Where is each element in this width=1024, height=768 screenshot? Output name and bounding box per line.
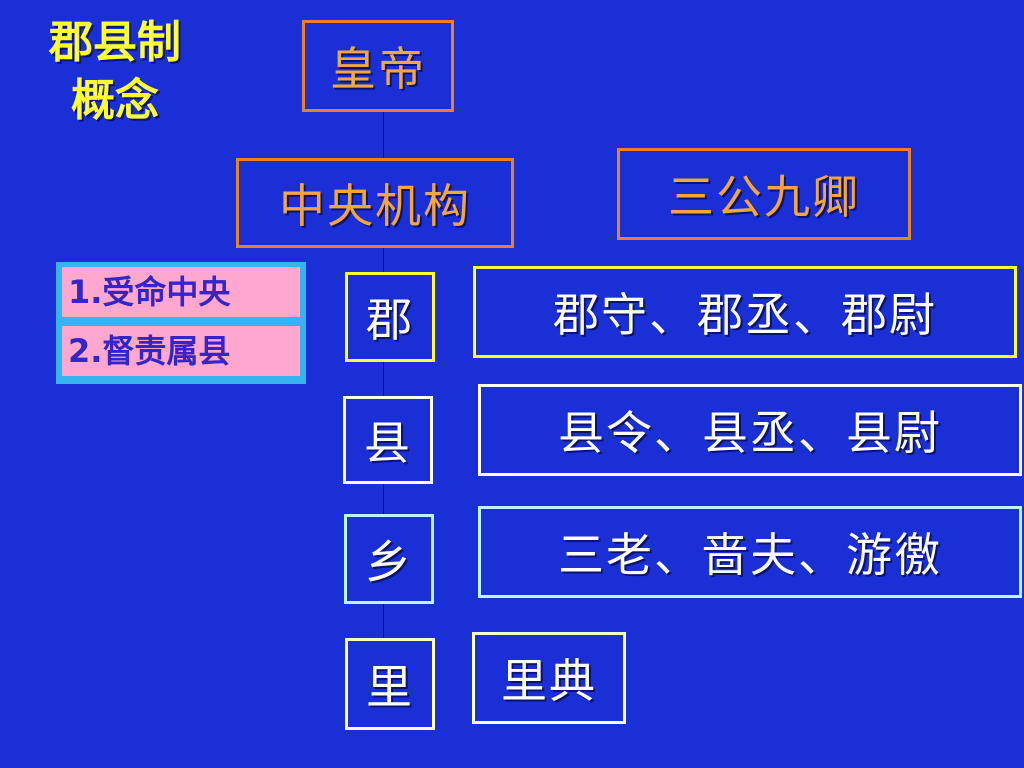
level-commandery-box: 郡: [345, 272, 435, 362]
slide-title-line-1: 郡县制: [49, 17, 181, 68]
village-officials-box: 里典: [472, 632, 626, 724]
level-county-box: 县: [343, 396, 433, 484]
slide-title-line-2: 概念: [71, 75, 159, 126]
connector-line: [383, 604, 384, 638]
central-officials-box: 三公九卿: [617, 148, 911, 240]
central-government-box: 中央机构: [236, 158, 514, 248]
level-township-box: 乡: [344, 514, 434, 604]
connector-line: [383, 484, 384, 514]
connector-line: [383, 110, 384, 158]
connector-line: [383, 248, 384, 272]
township-officials-box: 三老、啬夫、游徼: [478, 506, 1022, 598]
commandery-duties: 1.受命中央 2.督责属县: [56, 262, 306, 384]
duty-item: 1.受命中央: [62, 267, 300, 317]
emperor-box: 皇帝: [302, 20, 454, 112]
connector-line: [383, 362, 384, 396]
county-officials-box: 县令、县丞、县尉: [478, 384, 1022, 476]
level-village-box: 里: [345, 638, 435, 730]
commandery-officials-box: 郡守、郡丞、郡尉: [473, 266, 1017, 358]
slide-title: 郡县制 概念: [20, 14, 210, 130]
duty-item: 2.督责属县: [62, 326, 300, 376]
